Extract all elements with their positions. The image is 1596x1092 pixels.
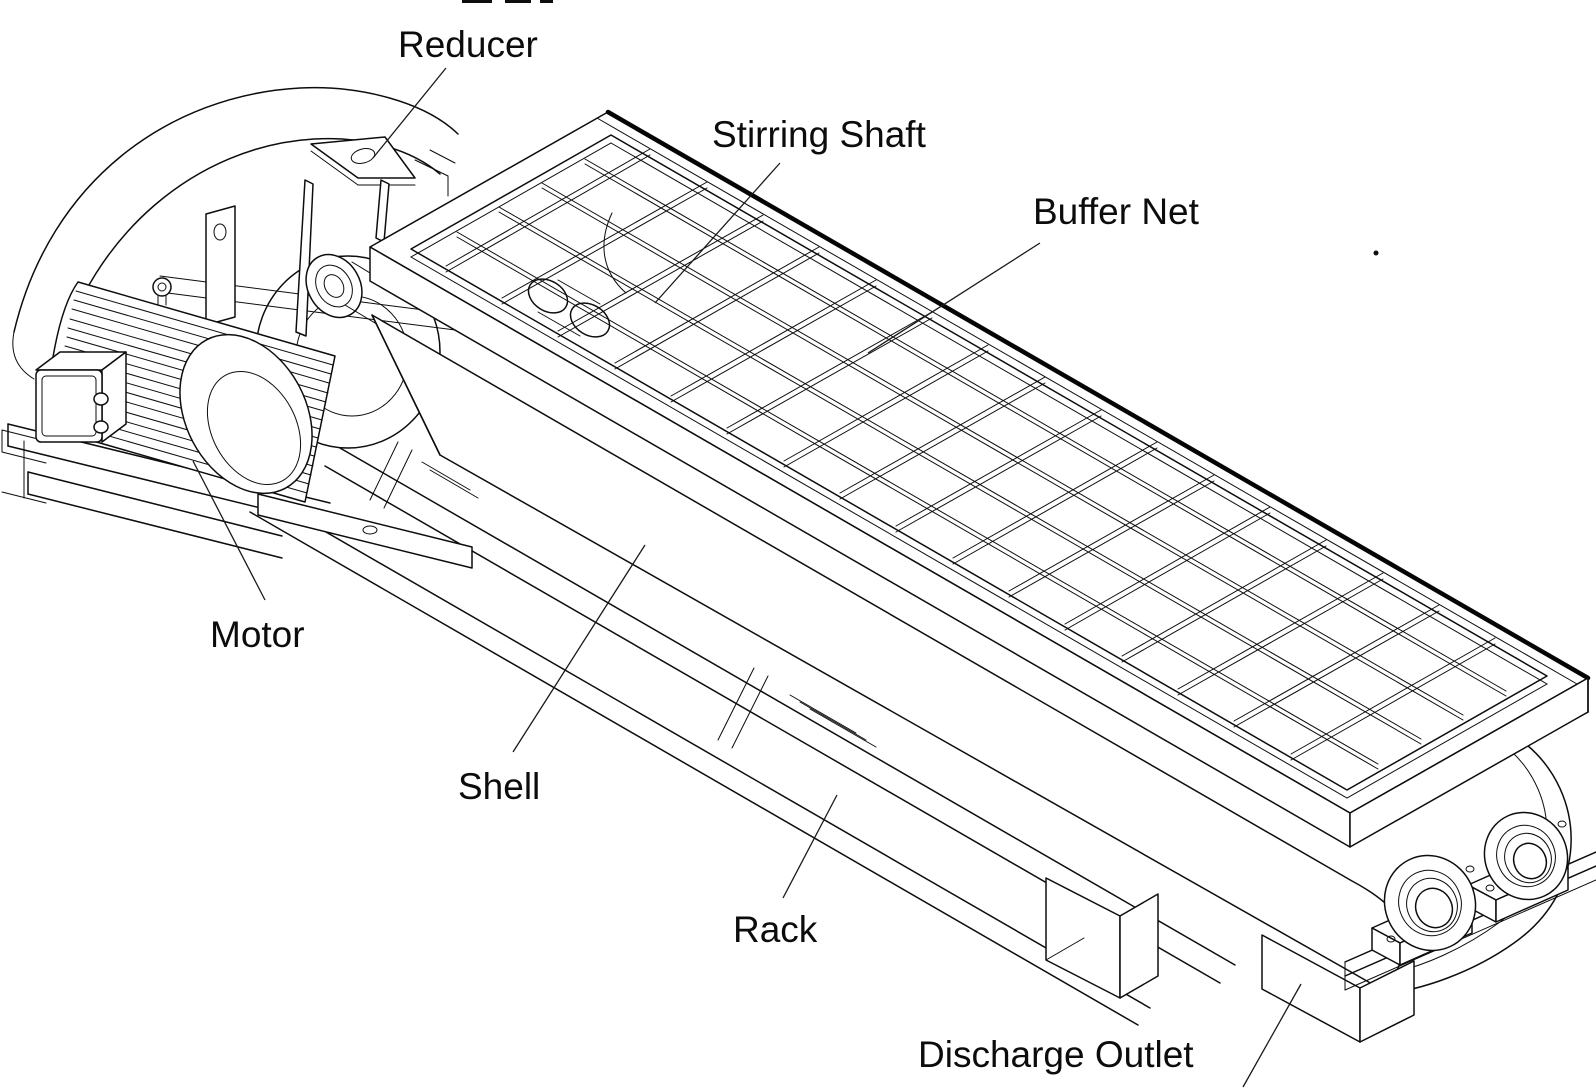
shell-endcap-outer xyxy=(1387,744,1572,994)
leader-lines xyxy=(192,67,1302,1088)
reducer-top-plate-edge xyxy=(310,150,359,186)
discharge-outlet-box xyxy=(1261,934,1415,1043)
net-frame-edge-echo xyxy=(596,117,1578,685)
bearing-rail-bottom xyxy=(1344,879,1596,991)
motor-eye-bolt xyxy=(152,277,172,306)
net-cross-rods xyxy=(445,148,1496,761)
reducer-side-plate xyxy=(205,205,236,326)
stirring-shaft-part xyxy=(527,212,627,338)
motor-end-bell xyxy=(179,333,313,495)
reducer-housing-left-tail xyxy=(12,331,35,380)
labels-layer: Reducer Stirring Shaft Buffer Net Motor … xyxy=(210,24,1200,1075)
reducer-housing-inner-arc xyxy=(57,137,441,361)
bearing-blocks xyxy=(1344,811,1596,991)
reducer-side-plate-hole xyxy=(213,223,227,241)
reducer-leader-line xyxy=(372,67,447,159)
reducer-top-plate-hole xyxy=(350,148,376,164)
rack-brace xyxy=(717,667,877,749)
pillow-bearing-2 xyxy=(1483,811,1569,901)
coupling-bore xyxy=(323,274,345,298)
reducer-stiffener-fin-2 xyxy=(375,179,390,243)
motor-leader-line xyxy=(192,460,266,601)
net-inner-lip-echo xyxy=(409,142,1549,799)
rack-rail-top xyxy=(339,447,1236,966)
motor-end-bell-inner xyxy=(206,370,302,486)
rack-brace-left xyxy=(369,441,479,509)
reducer-housing-outer-arc xyxy=(13,86,459,333)
motor-foot-plate xyxy=(257,493,473,569)
shell-leader-line xyxy=(512,544,646,753)
rack-chord-bottom xyxy=(249,511,1139,1026)
label-stirring-shaft: Stirring Shaft xyxy=(712,114,927,155)
label-reducer: Reducer xyxy=(398,24,538,65)
buffer-net-grid xyxy=(369,109,1591,848)
stray-marks xyxy=(462,0,1379,256)
terminal-gland xyxy=(93,392,109,406)
pillow-bearing-1 xyxy=(1383,854,1477,952)
net-inner-lip xyxy=(410,134,1548,791)
discharge-side-face xyxy=(1359,960,1415,1043)
rack-chord-top xyxy=(261,494,1151,1009)
foot-plate-hole xyxy=(362,525,378,535)
net-long-rods xyxy=(456,158,1507,770)
shell-left-edge xyxy=(371,314,441,456)
motor-assembly xyxy=(1,277,473,569)
label-motor: Motor xyxy=(210,614,305,655)
reducer-stiffener-fin xyxy=(295,179,314,337)
rack-leg xyxy=(1045,877,1159,999)
reducer-bracket xyxy=(414,149,456,197)
net-frame-heavy-edge xyxy=(605,109,1591,681)
rack-leader-line xyxy=(782,794,838,899)
coupling-outer xyxy=(305,253,363,319)
terminal-gland-2 xyxy=(93,420,109,434)
stirring-shaft-leader-line xyxy=(654,162,781,304)
buffer-net-leader-line xyxy=(867,242,1041,354)
label-discharge-outlet: Discharge Outlet xyxy=(918,1034,1194,1075)
reducer-assembly xyxy=(12,86,599,449)
motor-terminal-box xyxy=(35,351,127,443)
label-shell: Shell xyxy=(458,766,540,807)
label-buffer-net: Buffer Net xyxy=(1033,191,1200,232)
discharge-outlet-leader-line xyxy=(1242,983,1302,1088)
label-rack: Rack xyxy=(733,909,818,950)
reducer-top-plate xyxy=(310,136,416,179)
